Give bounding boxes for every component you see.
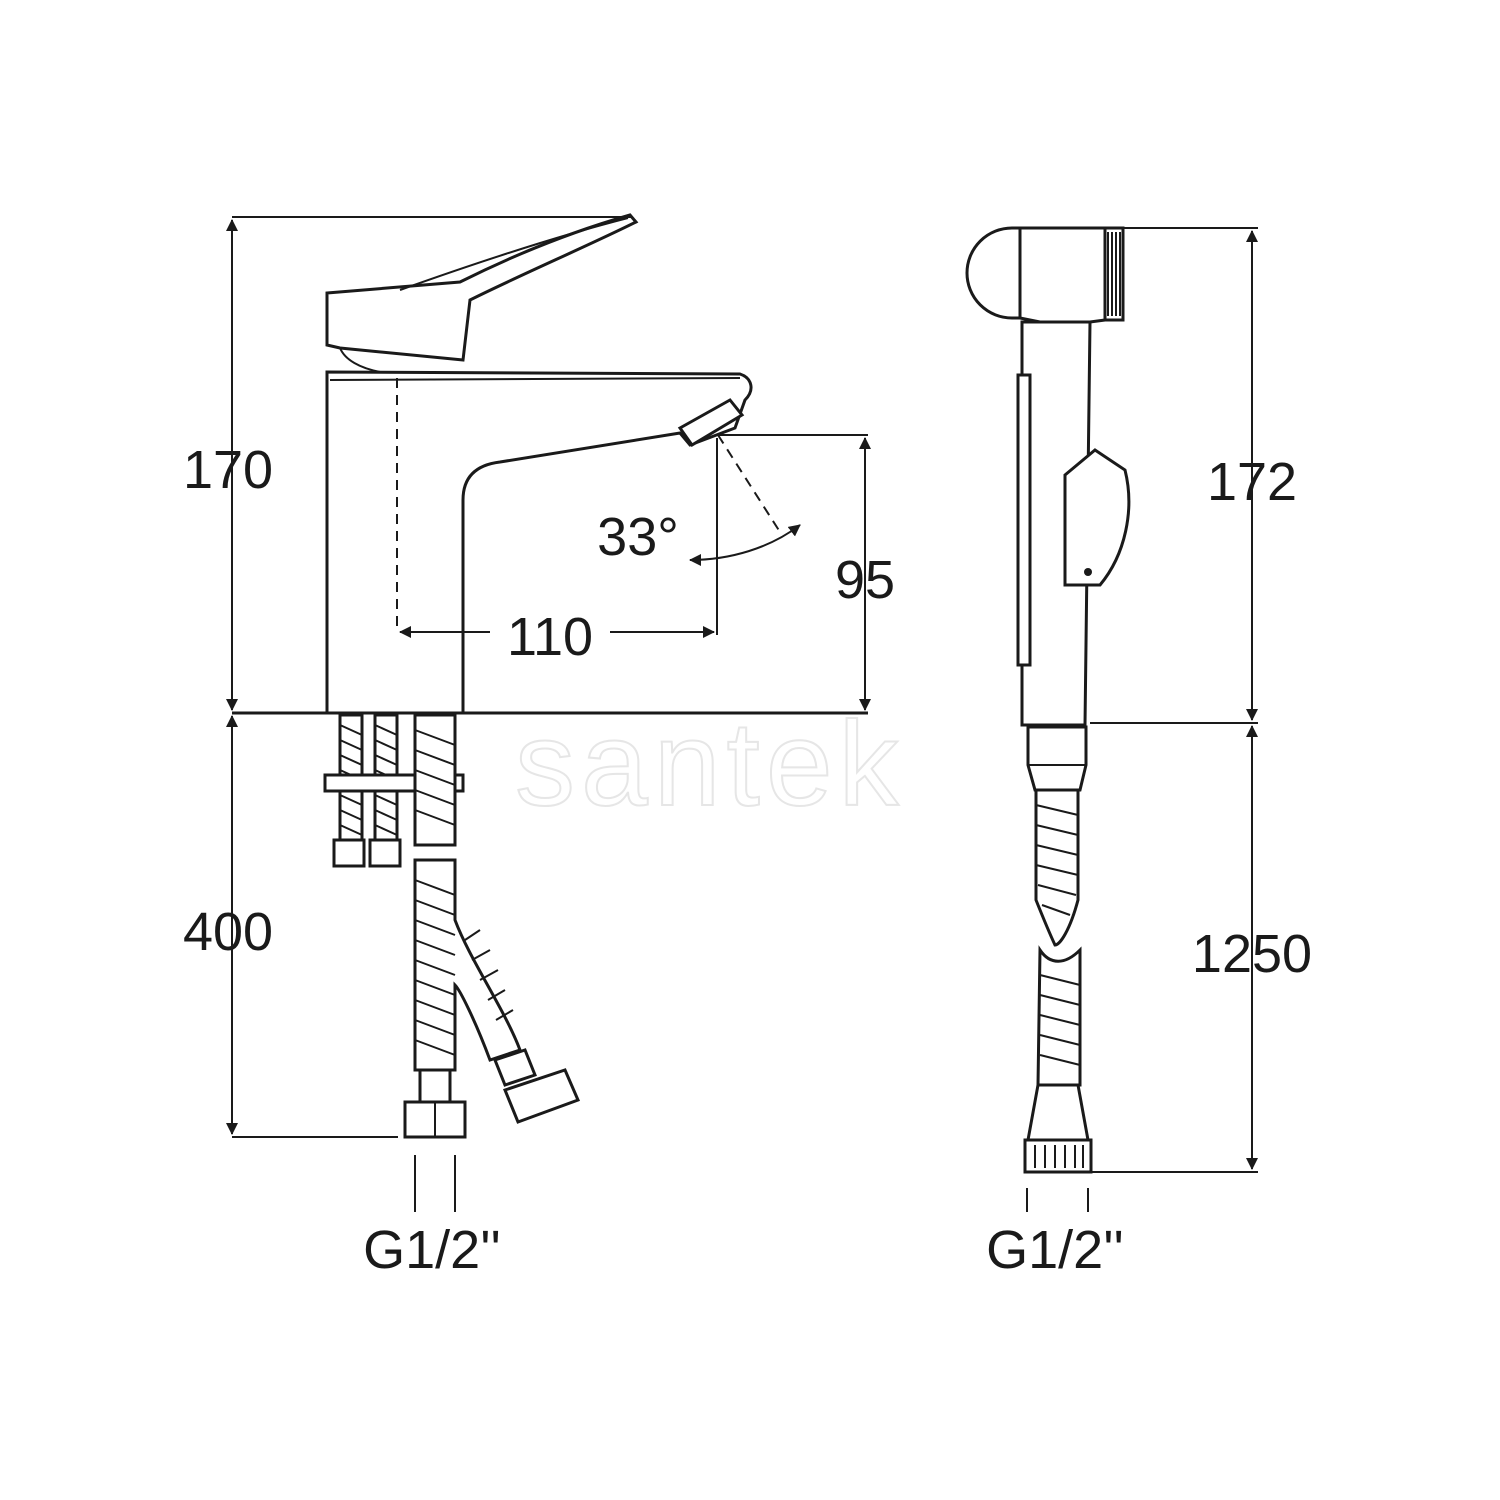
shower-head (965, 226, 1022, 320)
spout-height-label: 95 (835, 550, 895, 610)
spout-angle-label: 33° (597, 507, 679, 567)
shower-connection-label: G1/2'' (986, 1220, 1124, 1280)
shower-trigger (1063, 448, 1131, 587)
hose-connector (1026, 725, 1088, 792)
faucet-lever (325, 213, 639, 362)
watermark: santek (515, 697, 905, 831)
hand-shower-drawing: 172 1250 G1/2'' (965, 226, 1312, 1280)
faucet-height-label: 170 (183, 440, 273, 500)
shower-hose-length-label: 1250 (1192, 924, 1312, 984)
faucet-body (325, 370, 753, 715)
faucet-connection-label: G1/2'' (363, 1220, 501, 1280)
shower-height-label: 172 (1207, 452, 1297, 512)
side-strip (1016, 373, 1032, 667)
faucet-hose-length-label: 400 (183, 902, 273, 962)
aerator (677, 398, 745, 448)
braided-hoses (403, 713, 581, 1139)
shower-hose-lower (1036, 945, 1082, 1087)
faucet-drawing: 170 400 95 110 33° G1/2'' (183, 213, 895, 1280)
spout-reach-label: 110 (507, 607, 593, 667)
